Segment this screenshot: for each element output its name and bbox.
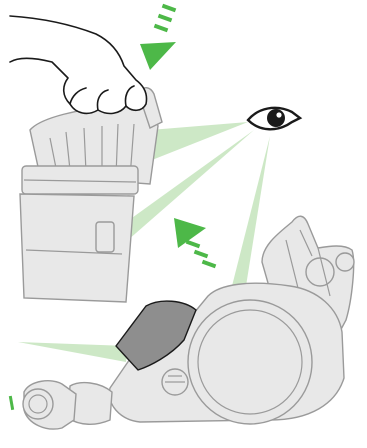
wand-end-ring [23,389,53,419]
arrow-up-icon [174,218,216,268]
hand [10,16,147,113]
arrow-down-icon [140,4,176,70]
frame-knob-right [336,253,354,271]
frame-knob-upper [306,258,334,286]
edge-mark [9,396,14,410]
sightline-to-bin-top [150,122,248,160]
sightline-left-side [18,342,128,362]
cyclone-bin [20,88,162,302]
bin-canister [20,194,134,302]
bin-canister-tab [96,222,114,252]
eye-icon [248,108,300,129]
vacuum-large-wheel [188,300,312,424]
